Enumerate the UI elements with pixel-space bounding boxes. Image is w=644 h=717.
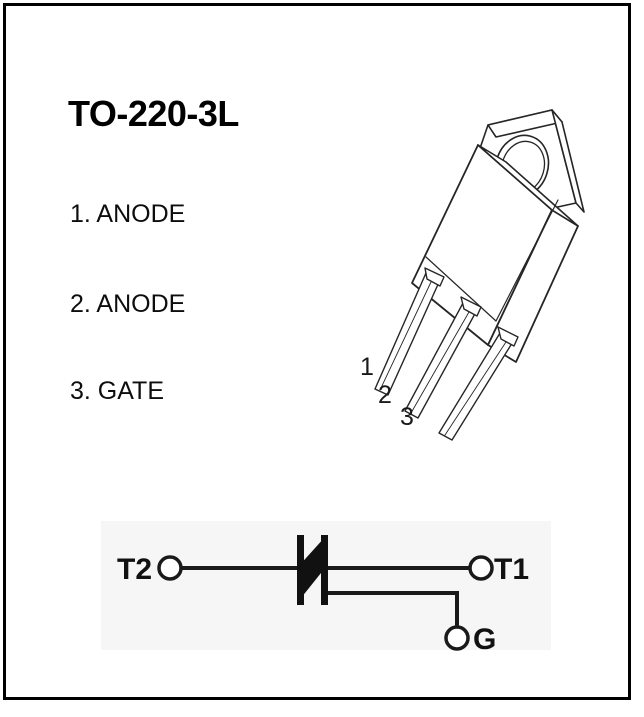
terminal-circle-gate — [444, 625, 470, 651]
lead-number-2: 2 — [378, 381, 392, 409]
to220-package-drawing: 1 2 3 — [360, 109, 585, 441]
lead-number-3: 3 — [400, 403, 414, 431]
package-body — [411, 144, 579, 363]
terminal-circle-t2 — [157, 555, 183, 581]
page-title: TO-220-3L — [68, 93, 239, 134]
terminal-label-gate: G — [473, 623, 496, 656]
terminal-circle-t1 — [468, 555, 494, 581]
lead-number-1: 1 — [360, 353, 374, 381]
triac-bar-right — [321, 535, 328, 605]
pin-label-2: 2. ANODE — [70, 290, 186, 318]
terminal-label-t2: T2 — [117, 553, 152, 586]
pin-label-1: 1. ANODE — [70, 200, 186, 228]
figure-border — [3, 3, 631, 700]
triac-schematic: T2 T1 G — [117, 535, 529, 656]
wire-gate — [327, 591, 459, 627]
triac-symbol-body — [297, 535, 328, 605]
terminal-label-t1: T1 — [494, 553, 529, 586]
triac-bar-left — [297, 535, 304, 605]
pin-label-3: 3. GATE — [70, 377, 165, 405]
package-leads — [374, 267, 519, 441]
